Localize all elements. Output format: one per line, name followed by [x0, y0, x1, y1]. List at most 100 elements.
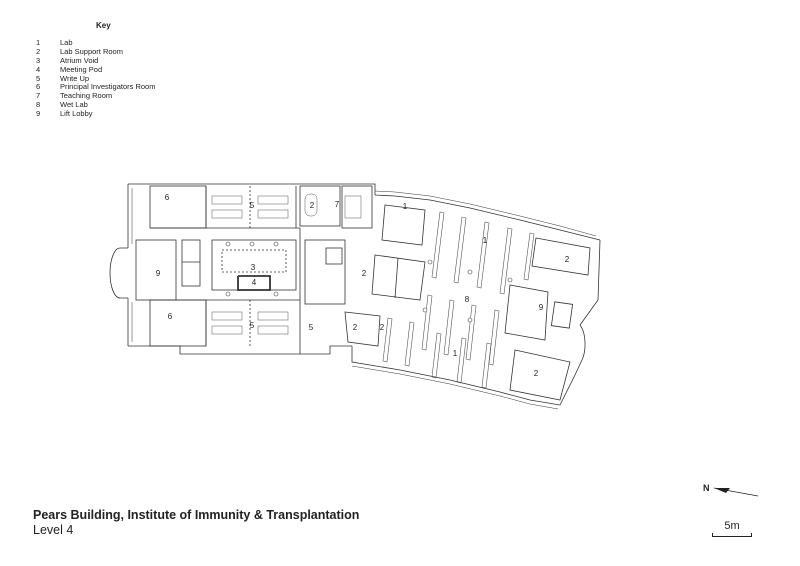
- curtain-wall-north: [374, 190, 597, 237]
- plan-walls: [109, 183, 601, 410]
- drawing-level: Level 4: [33, 523, 74, 537]
- column: [273, 291, 279, 297]
- wall-east-lower: [559, 359, 583, 406]
- atrium-inner: [221, 249, 287, 273]
- column: [422, 307, 428, 313]
- north-arrow-icon: [713, 487, 759, 497]
- room-outline-pi-south: [149, 299, 207, 347]
- lab-bench: [421, 294, 433, 351]
- lift-lobby-east: [504, 284, 549, 341]
- wall-north-east: [374, 194, 601, 241]
- lab-bench: [431, 332, 442, 379]
- lab-bench: [456, 337, 467, 384]
- column: [249, 241, 255, 247]
- scale-bar: 5m: [712, 520, 752, 537]
- key-number: 3: [36, 55, 41, 65]
- wall-north-left: [128, 183, 376, 195]
- key-label: Teaching Room: [60, 91, 113, 101]
- support-room-ne: [381, 204, 426, 246]
- desk: [257, 209, 289, 219]
- lab-bench: [499, 227, 513, 295]
- scale-label: 5m: [724, 520, 740, 532]
- lab-bench: [453, 216, 467, 284]
- key-label: Meeting Pod: [60, 64, 103, 74]
- desk: [257, 311, 289, 321]
- key-number: 4: [36, 64, 41, 74]
- room-label-5: 5: [250, 321, 255, 330]
- column: [507, 277, 513, 283]
- desk: [211, 311, 243, 321]
- wall-south-east: [351, 346, 561, 406]
- lab-bench: [431, 211, 445, 279]
- room-label-1: 1: [403, 202, 408, 211]
- room-label-3: 3: [251, 263, 256, 272]
- west-stair-curve: [109, 247, 128, 299]
- east-stair-curve: [579, 324, 586, 361]
- key-number: 9: [36, 109, 41, 119]
- key-item: 5 Write Up: [36, 73, 276, 84]
- partition: [394, 257, 399, 299]
- room-label-9: 9: [156, 269, 161, 278]
- teaching-desks: [344, 195, 362, 219]
- room-label-2: 2: [380, 323, 385, 332]
- north-arrow-head: [714, 488, 730, 493]
- lab-bench: [488, 309, 500, 366]
- key-label: Atrium Void: [60, 55, 99, 65]
- support-room-e2: [509, 349, 571, 401]
- support-room-e1: [531, 237, 591, 276]
- key-item: 9 Lift Lobby: [36, 109, 276, 119]
- room-label-2: 2: [362, 269, 367, 278]
- key-label: Principal Investigators Room: [60, 82, 156, 92]
- column: [467, 269, 473, 275]
- support-room-sw: [344, 311, 381, 347]
- wc-block: [325, 247, 343, 265]
- room-outline-pi-north: [149, 185, 207, 229]
- meeting-table: [304, 193, 318, 217]
- column: [273, 241, 279, 247]
- meeting-pod: [237, 275, 271, 291]
- wall-south-left: [128, 345, 352, 355]
- desk-clusters: [211, 193, 362, 335]
- columns: [225, 241, 513, 323]
- room-label-5: 5: [309, 323, 314, 332]
- room-label-2: 2: [310, 201, 315, 210]
- lab-bench: [481, 342, 492, 389]
- room-label-5: 5: [250, 201, 255, 210]
- room-label-4: 4: [252, 278, 257, 287]
- room-label-6: 6: [168, 312, 173, 321]
- key-label: Write Up: [60, 73, 90, 83]
- key-number: 5: [36, 73, 41, 83]
- key-number: 2: [36, 46, 41, 56]
- key-number: 8: [36, 100, 41, 110]
- room-label-8: 8: [465, 295, 470, 304]
- key-label: Lift Lobby: [60, 109, 93, 119]
- desk: [211, 209, 243, 219]
- column: [225, 241, 231, 247]
- room-label-9: 9: [539, 303, 544, 312]
- drawing-title: Pears Building, Institute of Immunity & …: [33, 508, 360, 522]
- lab-bench: [523, 232, 535, 281]
- room-label-1: 1: [483, 236, 488, 245]
- key-item: 2 Lab Support Room: [36, 46, 276, 57]
- column: [427, 259, 433, 265]
- lab-bench: [404, 321, 415, 367]
- room-label-6: 6: [165, 193, 170, 202]
- room-label-2: 2: [353, 323, 358, 332]
- curtain-wall-south: [351, 365, 559, 410]
- teaching-room: [341, 185, 373, 229]
- lab-bench: [443, 299, 455, 356]
- key-number: 1: [36, 38, 41, 47]
- column: [467, 317, 473, 323]
- north-label: N: [703, 483, 710, 493]
- key-label: Lab Support Room: [60, 46, 123, 56]
- lab-benches: [382, 211, 535, 389]
- room-labels: 6 5 2 7 9 3 4 6 5 5 2 1 1 8 1 2 2 9 2 2: [156, 193, 570, 378]
- key-item: 4 Meeting Pod: [36, 64, 276, 75]
- room-label-2: 2: [565, 255, 570, 264]
- lab-bench: [382, 317, 393, 363]
